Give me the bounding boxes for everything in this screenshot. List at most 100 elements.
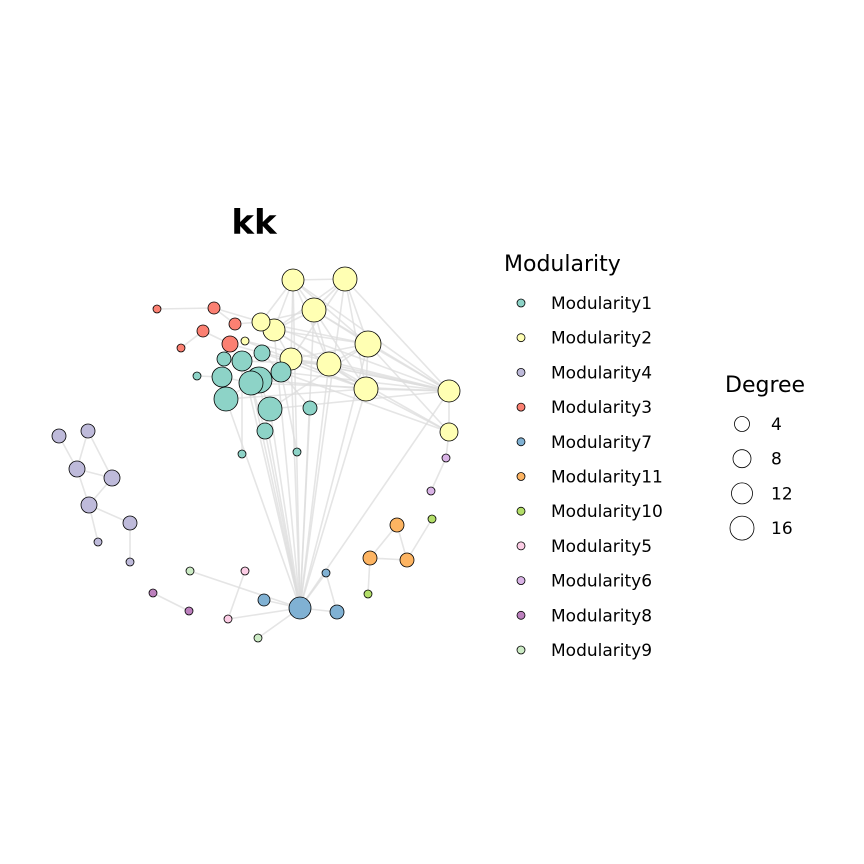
modularity-legend-key: [516, 367, 526, 377]
network-edge: [227, 570, 246, 620]
network-edge: [280, 371, 450, 433]
network-node: [184, 606, 194, 616]
network-edge: [87, 430, 113, 479]
network-node: [240, 336, 250, 346]
degree-legend-label: 4: [771, 415, 782, 435]
modularity-legend: Modularity Modularity1Modularity2Modular…: [504, 252, 663, 661]
network-node: [439, 422, 459, 442]
network-node: [80, 423, 96, 439]
network-edge: [367, 343, 450, 433]
network-node: [176, 343, 186, 353]
network-node: [238, 370, 264, 396]
network-node: [253, 633, 263, 643]
network-node: [93, 537, 103, 547]
modularity-legend-key: [516, 541, 526, 551]
modularity-legend-key: [516, 437, 526, 447]
network-node: [185, 566, 195, 576]
network-node: [192, 371, 202, 381]
network-node: [211, 366, 233, 388]
network-edge: [244, 340, 450, 392]
modularity-legend-label: Modularity5: [551, 537, 652, 557]
modularity-legend-label: Modularity8: [551, 606, 652, 626]
modularity-legend-label: Modularity1: [551, 294, 652, 314]
edge-layer: [58, 278, 450, 639]
degree-legend-key: [734, 416, 750, 432]
network-edge: [227, 607, 301, 620]
network-node: [223, 614, 233, 624]
degree-legend-key: [731, 482, 753, 505]
modularity-legend-label: Modularity3: [551, 398, 652, 418]
network-node: [237, 449, 247, 459]
network-node: [270, 361, 292, 383]
network-node: [288, 596, 312, 620]
network-edge: [269, 390, 450, 410]
modularity-legend-key: [516, 333, 526, 343]
network-edge: [269, 408, 301, 609]
network-edge: [365, 388, 450, 433]
network-edge: [299, 278, 346, 609]
degree-legend-label: 12: [771, 484, 793, 504]
network-edge: [299, 363, 330, 609]
modularity-legend-key: [516, 402, 526, 412]
network-node: [329, 604, 345, 620]
network-node: [389, 517, 405, 533]
network-node: [231, 350, 253, 372]
network-node: [240, 566, 250, 576]
network-edge: [280, 371, 298, 453]
network-edge: [156, 307, 215, 310]
network-node: [321, 568, 331, 578]
network-edge: [292, 279, 301, 609]
network-node: [125, 557, 135, 567]
modularity-legend-label: Modularity2: [551, 329, 652, 349]
degree-legend-key: [729, 515, 755, 541]
network-node: [363, 589, 373, 599]
modularity-legend-key: [516, 506, 526, 516]
modularity-legend-label: Modularity11: [551, 468, 663, 488]
modularity-legend-label: Modularity7: [551, 433, 652, 453]
network-edge: [299, 388, 367, 609]
modularity-legend-key: [516, 610, 526, 620]
network-node: [103, 469, 121, 487]
node-layer: [51, 266, 461, 643]
network-node: [427, 514, 437, 524]
modularity-legend-key: [516, 645, 526, 655]
network-edge: [189, 570, 301, 609]
network-node: [51, 428, 67, 444]
network-node: [68, 460, 86, 478]
modularity-legend-label: Modularity4: [551, 363, 652, 383]
network-node: [221, 335, 239, 353]
network-node: [148, 588, 158, 598]
modularity-legend-label: Modularity10: [551, 502, 663, 522]
network-node: [80, 496, 98, 514]
network-node: [426, 486, 436, 496]
modularity-legend-key: [516, 576, 526, 585]
network-edge: [264, 430, 301, 609]
network-edge: [406, 518, 433, 561]
modularity-legend-label: Modularity6: [551, 572, 652, 592]
modularity-legend-key: [516, 298, 526, 308]
network-node: [152, 304, 162, 314]
network-node: [281, 268, 305, 292]
network-edge: [367, 343, 450, 392]
network-node: [228, 317, 242, 331]
network-node: [251, 312, 271, 332]
network-node: [257, 396, 283, 422]
network-edge: [261, 352, 367, 390]
network-node: [301, 297, 327, 323]
network-node: [332, 266, 358, 292]
network-node: [257, 593, 271, 607]
network-edge: [299, 407, 311, 609]
degree-legend-title: Degree: [725, 373, 805, 398]
network-node: [437, 379, 461, 403]
network-edge: [260, 321, 450, 392]
network-node: [196, 324, 210, 338]
network-node: [207, 301, 221, 315]
network-node: [216, 351, 232, 367]
network-edge: [152, 592, 190, 612]
modularity-legend-label: Modularity9: [551, 641, 652, 661]
network-node: [354, 330, 382, 358]
network-node: [316, 351, 342, 377]
network-edge: [430, 457, 447, 492]
